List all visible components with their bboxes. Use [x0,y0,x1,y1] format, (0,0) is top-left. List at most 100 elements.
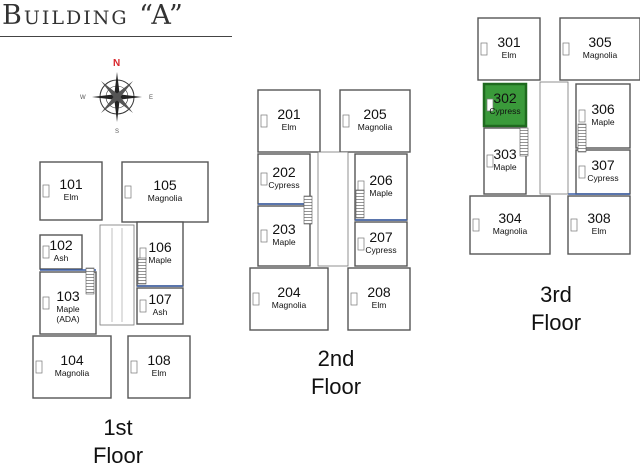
unit-tree-name: Maple [493,162,516,172]
unit-outline [567,195,631,255]
unit-tree-name: Ash [153,307,168,317]
unit-number: 106 [148,239,172,255]
unit-outline [477,17,541,81]
unit-tree-name: Magnolia [148,193,183,203]
unit-closet [480,42,488,56]
unit-closet [139,299,147,313]
unit-number: 103 [56,288,80,304]
unit-layer: 101Elm102Ash103Maple(ADA)104Magnolia105M… [32,17,640,399]
unit-closet [472,218,480,232]
compass-rose-icon: N S E W [80,58,153,135]
unit-number: 302 [493,90,517,106]
unit-outline [257,89,321,153]
unit-number: 301 [497,34,521,50]
unit-closet [260,172,268,186]
unit-closet [486,98,494,112]
unit-tree-name: Maple [56,304,79,314]
unit-tree-name: Magnolia [583,50,618,60]
unit-number: 107 [148,291,172,307]
unit-outline [121,161,209,223]
unit-closet [486,154,494,168]
unit-outline [559,17,640,81]
title-underline [0,36,232,37]
unit-tree-name: Maple [272,237,295,247]
compass-east-label: E [149,95,153,101]
unit-outline [32,335,112,399]
unit-note: (ADA) [56,314,79,324]
unit-number: 306 [591,101,615,117]
unit-number: 308 [587,210,611,226]
unit-tree-name: Elm [592,226,607,236]
unit-tree-name: Elm [152,368,167,378]
unit-number: 206 [369,172,393,188]
unit-closet [130,360,138,374]
unit-tree-name: Elm [372,300,387,310]
unit-tree-name: Ash [54,253,69,263]
floor-1-ordinal: 1st [103,415,133,440]
unit-tree-name: Cypress [365,245,396,255]
unit-closet [42,245,50,259]
unit-tree-name: Magnolia [272,300,307,310]
unit-number: 108 [147,352,171,368]
unit-tree-name: Elm [282,122,297,132]
corridor-layer [85,81,587,326]
unit-number: 102 [49,237,73,253]
unit-closet [260,114,268,128]
compass-west-label: W [80,95,86,101]
unit-tree-name: Magnolia [358,122,393,132]
floor-3-ordinal: 3rd [540,282,572,307]
compass-south-label: S [115,129,119,135]
unit-outline [249,267,329,331]
unit-number: 204 [277,284,301,300]
unit-closet [578,109,586,123]
floor-2-ordinal: 2nd [317,346,355,371]
unit-outline [347,267,411,331]
unit-number: 208 [367,284,391,300]
unit-outline [39,161,103,221]
unit-closet [252,292,260,306]
unit-tree-name: Maple [591,117,614,127]
unit-number: 304 [498,210,522,226]
unit-closet [42,184,50,198]
floor-1-word: Floor [92,443,144,468]
unit-number: 202 [272,164,296,180]
unit-outline [469,195,551,255]
floor-2-word: Floor [310,374,362,399]
unit-tree-name: Elm [502,50,517,60]
unit-number: 201 [277,106,301,122]
unit-number: 105 [153,177,177,193]
unit-closet [42,296,50,310]
unit-number: 101 [59,176,83,192]
unit-number: 203 [272,221,296,237]
floor-label-2nd: 2nd Floor [291,345,381,401]
unit-closet [357,237,365,251]
floor-label-3rd: 3rd Floor [511,281,601,337]
unit-number: 307 [591,157,615,173]
unit-outline [127,335,191,399]
unit-outline [339,89,411,153]
floor-label-1st: 1st Floor [73,414,163,470]
building-title: Building “A” [2,0,185,31]
unit-tree-name: Cypress [587,173,618,183]
